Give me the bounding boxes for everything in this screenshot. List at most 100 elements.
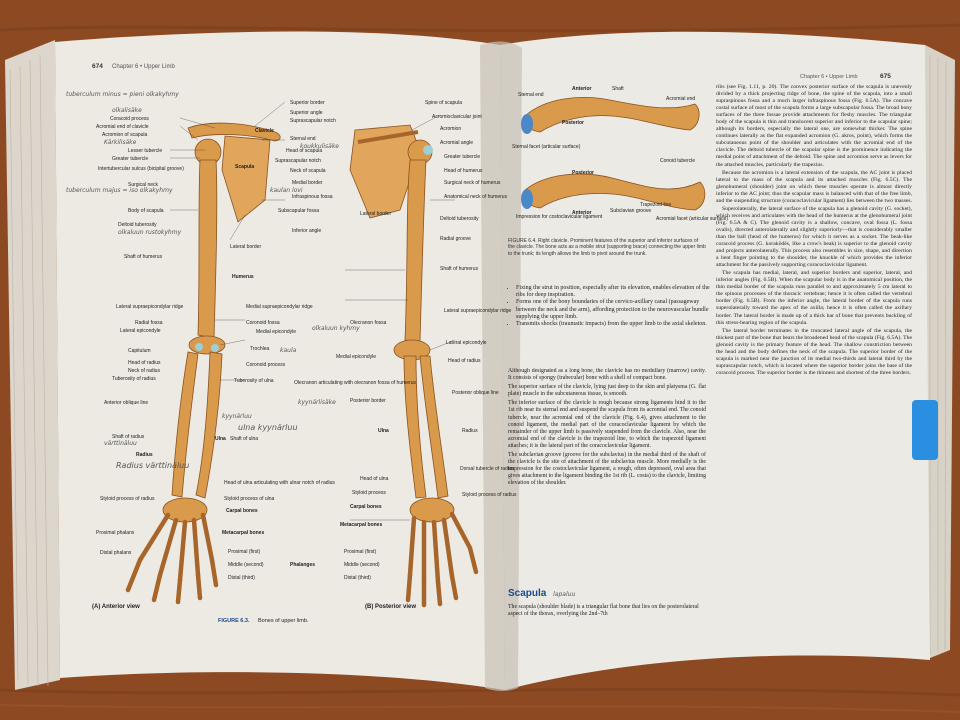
label: Suprascapular notch (275, 158, 321, 164)
sternal-facet-bottom (521, 189, 533, 209)
label: Capitulum (128, 348, 151, 354)
handwritten-note: lapaluu (553, 591, 576, 598)
label: Neck of radius (128, 368, 160, 374)
figure-6-3-label: FIGURE 6.3. (218, 618, 250, 624)
list-item: Forms one of the bony boundaries of the … (516, 299, 716, 321)
label: Coronoid process (246, 362, 286, 368)
label: Ulna (378, 428, 389, 434)
label: Coracoid process (110, 116, 149, 122)
radius-anterior (171, 351, 199, 498)
label: Proximal (first) (344, 549, 377, 555)
phalanges-anterior (125, 512, 219, 605)
label: Suprascapular notch (290, 118, 336, 124)
list-item: Fixing the strut in position, especially… (516, 285, 716, 299)
handwritten-note: olkaluun rustokyhmy (118, 229, 182, 236)
label: Radial groove (440, 236, 471, 242)
label: Styloid process of radius (462, 492, 517, 498)
label: Middle (second) (228, 562, 264, 568)
label: Scapula (235, 164, 254, 170)
label: Carpal bones (226, 508, 258, 514)
label: Sternal end (290, 136, 316, 142)
label: Head of ulna (360, 476, 389, 482)
left-running-head: Chapter 6 • Upper Limb (112, 64, 175, 70)
label: Lateral epicondyle (120, 328, 161, 334)
label: Tuberosity of radius (112, 376, 156, 382)
paragraph: ribs (see Fig. 1.11, p. 20). The convex … (716, 84, 912, 168)
labels-anterior-left: Coracoid process Acromial end of clavicl… (96, 116, 184, 556)
list-item: Transmits shocks (traumatic impacts) fro… (516, 321, 716, 328)
label: Middle (second) (344, 562, 380, 568)
figure-6-4-caption: FIGURE 6.4. Right clavicle. Prominent fe… (508, 238, 706, 257)
label: Shaft of radius (112, 434, 145, 440)
label: Trapezoid line (640, 202, 671, 208)
handwritten-notes: tuberculum minus = pieni olkakyhmy tuber… (66, 91, 360, 470)
left-page-number: 674 (92, 63, 103, 70)
label: Deltoid tuberosity (440, 216, 479, 222)
label: Superior border (290, 100, 325, 106)
handwritten-note: kaula (280, 347, 297, 354)
posterior-skeleton (349, 124, 479, 608)
paragraph: The superior surface of the clavicle, ly… (508, 384, 706, 398)
wood-grain (0, 23, 960, 713)
label: Lesser tubercle (128, 148, 162, 154)
anterior-skeleton (125, 122, 281, 605)
label: Radius (136, 452, 153, 458)
label: Distal (third) (228, 575, 255, 581)
label: Sternal facet (articular surface) (512, 144, 581, 150)
handwritten-note: olkaluun kyhmy (312, 325, 360, 332)
paragraph: The scapula has medial, lateral, and sup… (716, 270, 912, 326)
capitulum (195, 343, 203, 351)
humerus-shaft-anterior (197, 159, 218, 339)
label: Styloid process (352, 490, 386, 496)
phalanges-posterior (405, 511, 479, 608)
clavicle-anterior (187, 122, 281, 142)
label: Carpal bones (350, 504, 382, 510)
label: Radial fossa (135, 320, 163, 326)
carpals-anterior (162, 497, 208, 523)
page-edges (9, 54, 947, 687)
label: Acromial angle (440, 140, 473, 146)
radius-posterior (419, 355, 449, 499)
label: Posterior border (350, 398, 386, 404)
label: Coronoid fossa (246, 320, 280, 326)
label: Impression for costoclavicular ligament (516, 214, 603, 220)
label: Superior angle (290, 110, 323, 116)
label: Medial epicondyle (336, 354, 376, 360)
clavicle-inferior (523, 173, 706, 211)
right-page-stack (925, 45, 955, 660)
scapula-body-text: ribs (see Fig. 1.11, p. 20). The convex … (716, 84, 912, 614)
label: Acromion of scapula (102, 132, 148, 138)
label: Head of scapula (286, 148, 322, 154)
label: Anterior oblique line (104, 400, 148, 406)
label: Subscapular fossa (278, 208, 319, 214)
label: Greater tubercle (112, 156, 148, 162)
label: Intertubercular sulcus (bicipital groove… (98, 166, 184, 172)
label: Acromial facet (articular surface) (656, 216, 728, 222)
clavicle-superior (523, 97, 700, 133)
trochlea (211, 344, 219, 352)
label: Posterior (562, 120, 584, 126)
posterior-view-label: (B) Posterior view (365, 604, 416, 610)
label: Head of ulna articulating with ulnar not… (224, 480, 335, 486)
label: Shaft of humerus (440, 266, 479, 272)
handwritten-note: tuberculum minus = pieni olkakyhmy (66, 91, 179, 98)
label: Olecranon articulating with olecranon fo… (294, 380, 417, 386)
label: Sternal end (518, 92, 544, 98)
clavicle-body-text: Although designated as a long bone, the … (508, 368, 706, 582)
label: Dorsal tubercle of radius (460, 466, 515, 472)
label: Styloid process of radius (100, 496, 155, 502)
label: Acromioclavicular joint (432, 114, 482, 120)
label: Spine of scapula (425, 100, 462, 106)
sticky-tab[interactable] (912, 400, 938, 460)
handwritten-note: ulna kyynärluu (238, 423, 298, 432)
label: Neck of scapula (290, 168, 326, 174)
scapula-section-heading: Scapula lapaluu (508, 588, 575, 599)
label: Lateral epicondyle (446, 340, 487, 346)
handwritten-note: koukkulisäke (300, 143, 339, 150)
paragraph: The lateral border terminates in the tru… (716, 327, 912, 376)
label: Infraspinous fossa (292, 194, 333, 200)
label: Anatomical neck of humerus (444, 194, 508, 200)
label: Acromial end of clavicle (96, 124, 149, 130)
scapula-anterior (221, 135, 271, 223)
